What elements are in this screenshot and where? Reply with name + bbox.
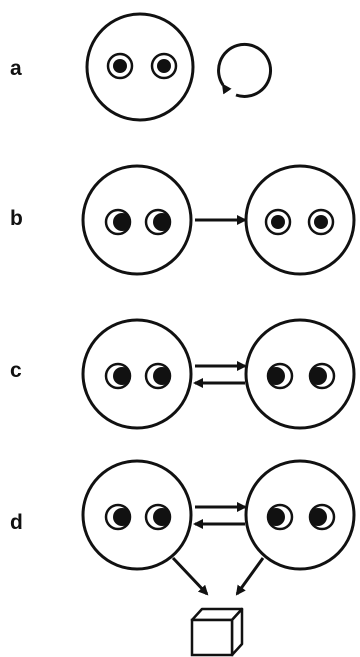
face-b-left [81, 164, 193, 276]
face-c-left [81, 318, 193, 430]
eye-left [266, 503, 294, 531]
panel-a: a [10, 12, 273, 122]
face-b-right [244, 164, 356, 276]
eye-right [308, 362, 336, 390]
face-d-right [244, 459, 356, 571]
face-c-right [244, 318, 356, 430]
eye-right [307, 208, 335, 236]
arrow-icon [171, 556, 209, 596]
face-a [85, 12, 195, 122]
arrow-icon [235, 557, 265, 596]
panel-label-c: c [10, 359, 22, 382]
circular-arrow-icon [217, 43, 273, 98]
eye-right [144, 208, 172, 236]
panel-label-a: a [10, 57, 22, 80]
eye-right [144, 503, 172, 531]
eye-left [264, 208, 292, 236]
eye-left [104, 503, 132, 531]
panel-d: d [10, 459, 356, 657]
panel-label-b: b [10, 207, 23, 230]
face-d-left [81, 459, 193, 571]
eye-right [150, 52, 178, 80]
panel-b: b [10, 164, 356, 276]
panel-label-d: d [10, 511, 23, 534]
eye-right [308, 503, 336, 531]
eye-left [266, 362, 294, 390]
cube-icon [190, 607, 244, 657]
panel-c: c [10, 318, 356, 430]
eye-right [144, 362, 172, 390]
eye-left [104, 362, 132, 390]
eye-left [106, 52, 134, 80]
eye-left [104, 208, 132, 236]
